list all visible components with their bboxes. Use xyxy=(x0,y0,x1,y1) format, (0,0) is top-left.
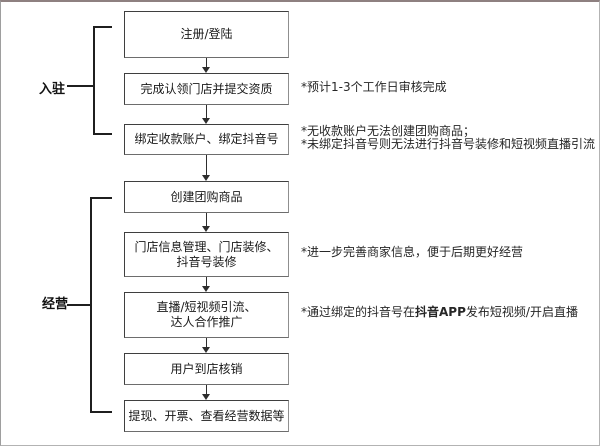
annotation-text-pre: *通过绑定的抖音号在 xyxy=(301,305,416,319)
flow-step-store-info-decoration: 门店信息管理、门店装修、 抖音号装修 xyxy=(124,232,289,277)
flow-step-claim-store: 完成认领门店并提交资质 xyxy=(124,73,289,105)
flow-step-label: 直播/短视频引流、 达人合作推广 xyxy=(156,300,257,329)
flow-step-live-promotion: 直播/短视频引流、 达人合作推广 xyxy=(124,292,289,338)
bracket-bottom-tick xyxy=(93,133,112,135)
bracket-label-tick xyxy=(67,85,93,87)
annotation-merchant-info: *进一步完善商家信息，便于后期更好经营 xyxy=(301,245,524,259)
bracket-top-tick xyxy=(93,26,112,28)
bracket-top-tick xyxy=(90,197,112,199)
annotation-binding-requirements: *无收款账户无法创建团购商品； *未绑定抖音号则无法进行抖音号装修和短视频直播引… xyxy=(301,124,596,151)
bracket-vertical-line xyxy=(90,197,92,413)
flow-arrow-down-icon xyxy=(202,213,211,232)
flow-step-label: 创建团购商品 xyxy=(170,189,243,204)
flow-step-label: 提现、开票、查看经营数据等 xyxy=(128,408,285,423)
section-label-operating: 经营 xyxy=(42,297,69,312)
flow-step-label: 绑定收款账户、绑定抖音号 xyxy=(134,132,279,146)
section-label-onboarding: 入驻 xyxy=(39,82,66,97)
bracket-bottom-tick xyxy=(90,411,112,413)
annotation-review-time: *预计1-3个工作日审核完成 xyxy=(301,80,447,94)
flow-arrow-down-icon xyxy=(202,385,211,400)
flow-arrow-down-icon xyxy=(202,155,211,181)
flow-arrow-down-icon xyxy=(202,58,211,73)
bracket-vertical-line xyxy=(93,26,95,135)
annotation-text-bold: 抖音APP xyxy=(415,305,466,319)
flow-step-user-redeem: 用户到店核销 xyxy=(124,353,289,385)
flow-step-label: 门店信息管理、门店装修、 抖音号装修 xyxy=(134,239,279,269)
bracket-label-tick xyxy=(67,304,90,306)
flow-step-bind-account: 绑定收款账户、绑定抖音号 xyxy=(124,124,289,155)
flow-step-label: 注册/登陆 xyxy=(180,27,233,41)
flow-arrow-down-icon xyxy=(202,277,211,292)
annotation-text-post: 发布短视频/开启直播 xyxy=(465,305,578,319)
flow-step-create-group-product: 创建团购商品 xyxy=(124,181,289,213)
flow-arrow-down-icon xyxy=(202,105,211,124)
flow-arrow-down-icon xyxy=(202,338,211,353)
flow-step-withdraw-invoice-data: 提现、开票、查看经营数据等 xyxy=(124,400,289,432)
flow-step-register-login: 注册/登陆 xyxy=(124,11,289,58)
flow-step-label: 完成认领门店并提交资质 xyxy=(140,81,273,96)
annotation-douyin-app: *通过绑定的抖音号在抖音APP发布短视频/开启直播 xyxy=(301,306,578,319)
flow-step-label: 用户到店核销 xyxy=(170,361,243,376)
